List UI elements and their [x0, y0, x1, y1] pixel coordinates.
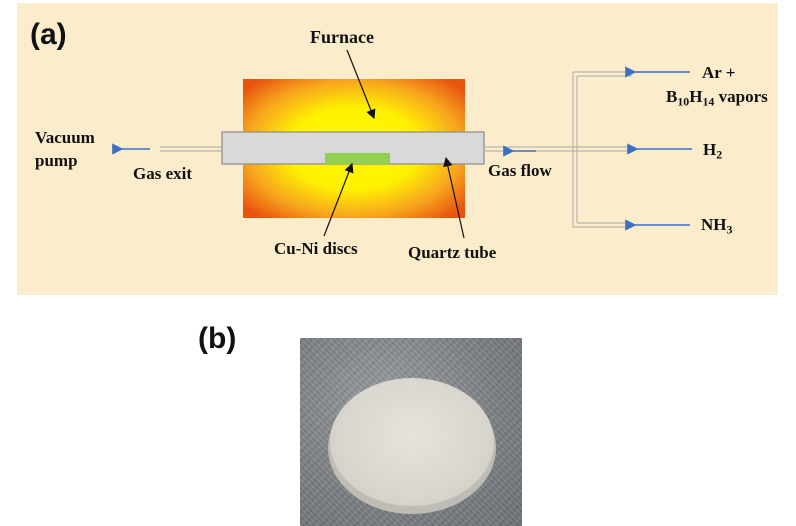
gas2-sub: 2	[716, 147, 723, 162]
gas1-sub1: 10	[677, 94, 690, 109]
gas-flow-label: Gas flow	[488, 161, 552, 180]
vacuum-label-line1: Vacuum	[35, 128, 95, 147]
quartz-label: Quartz tube	[408, 243, 497, 262]
vacuum-label-line2: pump	[35, 151, 78, 170]
panel-a-label: (a)	[30, 18, 67, 51]
gas-exit-label: Gas exit	[133, 164, 193, 183]
pointer-cu-ni	[323, 162, 354, 237]
pointer-furnace	[346, 49, 376, 120]
panel-b-label: (b)	[198, 322, 237, 355]
bn-coated-disc	[330, 378, 494, 506]
gas1-sub2: 14	[702, 94, 715, 109]
gas1-label-line1: Ar +	[702, 63, 736, 82]
cu-ni-label: Cu-Ni discs	[274, 239, 358, 258]
gas2-main: H	[703, 140, 717, 159]
disc-photo	[300, 338, 522, 526]
gas3-sub: 3	[726, 222, 733, 237]
gas3-main: NH	[701, 215, 727, 234]
cu-ni-sample	[325, 153, 390, 164]
gas2-label: H2	[703, 140, 723, 162]
gas3-label: NH3	[701, 215, 733, 237]
gas1-label-line2: B10H14 vapors	[666, 87, 768, 109]
gas1-vapors: vapors	[714, 87, 768, 106]
gas1-h: H	[689, 87, 703, 106]
furnace-label: Furnace	[310, 27, 374, 47]
pointer-quartz	[443, 156, 465, 239]
gas1-b: B	[666, 87, 678, 106]
